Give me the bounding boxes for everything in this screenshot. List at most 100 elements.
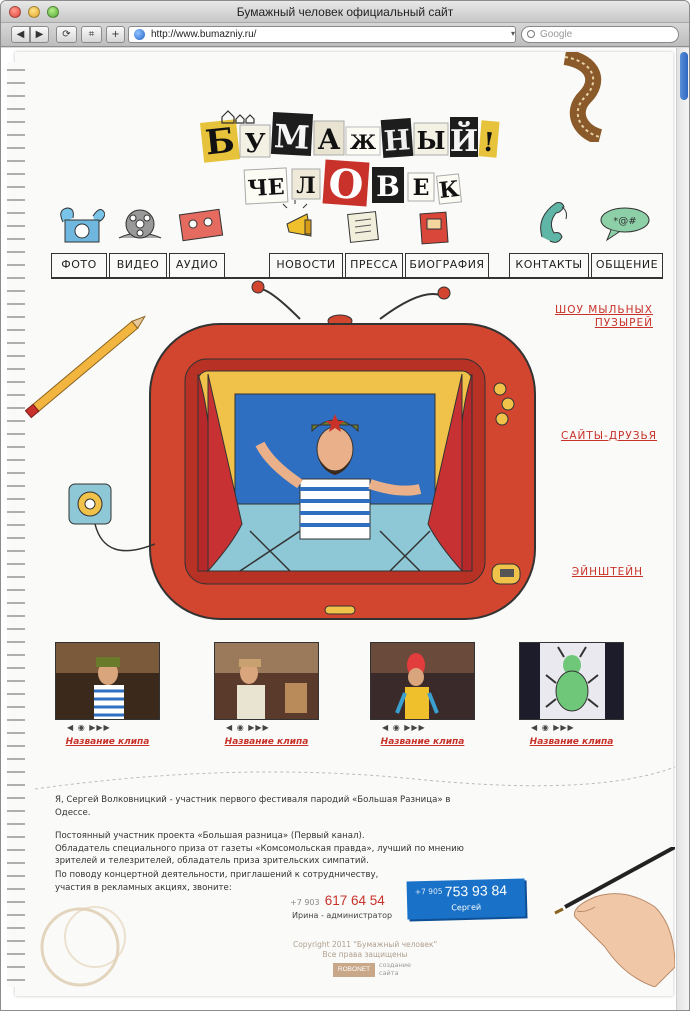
clip-title-link[interactable]: Название клипа — [380, 737, 465, 747]
soap-show-link[interactable]: ШОУ МЫЛЬНЫХ ПУЗЫРЕЙ — [554, 304, 653, 329]
phone-caption: Сергей — [451, 902, 482, 913]
tv-video-player[interactable] — [140, 279, 540, 639]
film-reel-icon[interactable] — [115, 200, 165, 248]
add-tab-button[interactable]: + — [106, 26, 125, 43]
thumbnail-controls[interactable]: ◀ ◉ ▶▶▶ — [382, 723, 426, 732]
camera-icon[interactable] — [55, 202, 105, 247]
thumbnail-controls[interactable]: ◀ ◉ ▶▶▶ — [226, 723, 270, 732]
scroll-thumb[interactable] — [680, 52, 688, 100]
bio-paragraph: Я, Сергей Волковницкий - участник первог… — [55, 795, 451, 818]
page-viewport: Б У М А Ж Н Ы Й — [1, 48, 689, 1010]
minimize-window-button[interactable] — [28, 6, 40, 18]
phone-number: 617 64 54 — [324, 893, 385, 908]
created-by-text: создание сайта — [379, 961, 419, 977]
tab-press[interactable]: ПРЕССА — [345, 253, 403, 277]
clip-title-link[interactable]: Название клипа — [224, 737, 309, 747]
site-logo[interactable]: Б У М А Ж Н Ы Й — [200, 77, 500, 207]
phone-sergey[interactable]: +7 905 753 93 84 Сергей — [406, 878, 526, 920]
clip-title-link[interactable]: Название клипа — [529, 737, 614, 747]
browser-toolbar: ◀ ▶ ⟳ ⌗ + http://www.bumazniy.ru/ ▾ Goog… — [1, 23, 689, 47]
dashed-divider — [35, 766, 675, 790]
friends-sites-link[interactable]: САЙТЫ-ДРУЗЬЯ — [561, 430, 657, 442]
window-title: Бумажный человек официальный сайт — [236, 5, 454, 19]
search-placeholder: Google — [540, 29, 573, 40]
vertical-scrollbar[interactable] — [676, 48, 689, 1010]
logo-letter: Б — [204, 121, 237, 164]
logo-letter: Е — [413, 175, 430, 201]
logo-letter: Н — [383, 123, 412, 158]
logo-letter: А — [318, 123, 341, 156]
tab-photo[interactable]: ФОТО — [51, 253, 107, 277]
thumbnail-image[interactable] — [519, 642, 624, 720]
logo-letter: ЧЕ — [247, 174, 285, 202]
tab-video[interactable]: ВИДЕО — [109, 253, 167, 277]
tab-community[interactable]: ОБЩЕНИЕ — [591, 253, 663, 277]
created-line: сайта — [379, 969, 399, 977]
notebook-spiral — [7, 62, 25, 987]
logo-letter: Ж — [350, 130, 377, 154]
phone-prefix: +7 903 — [290, 898, 320, 907]
tab-news[interactable]: НОВОСТИ — [269, 253, 343, 277]
thumbnail-controls[interactable]: ◀ ◉ ▶▶▶ — [531, 723, 575, 732]
phone-admin[interactable]: +7 903 617 64 54 Ирина - администратор — [290, 890, 410, 920]
search-field[interactable]: Google — [521, 26, 679, 43]
drawing-hand-icon — [554, 847, 675, 987]
video-thumbnail[interactable]: ◀ ◉ ▶▶▶ Название клипа — [55, 642, 160, 752]
video-thumbnail[interactable]: ◀ ◉ ▶▶▶ Название клипа — [519, 642, 624, 752]
forward-button[interactable]: ▶ — [30, 26, 49, 43]
phone-caption: Ирина - администратор — [292, 911, 393, 920]
robonet-logo[interactable]: ROBONET — [333, 963, 375, 977]
logo-letter: О — [327, 160, 365, 207]
svg-text:*@#: *@# — [613, 216, 636, 227]
houses-icon — [221, 110, 255, 124]
tab-audio[interactable]: АУДИО — [169, 253, 225, 277]
telephone-icon[interactable] — [532, 197, 576, 247]
bookmark-button[interactable]: ⌗ — [81, 26, 102, 43]
chat-bubbles-icon[interactable]: *@# — [595, 204, 655, 244]
copyright-line: Copyright 2011 "Бумажный человек" — [292, 940, 438, 949]
address-menu-icon[interactable]: ▾ — [511, 29, 516, 38]
reload-button[interactable]: ⟳ — [56, 26, 77, 43]
logo-collage-icon: Б У М А Ж Н Ы Й — [200, 110, 500, 207]
logo-letter: Ы — [417, 126, 446, 155]
main-nav: ФОТО ВИДЕО АУДИО НОВОСТИ ПРЕССА БИОГРАФИ… — [51, 253, 663, 279]
coffee-stain-icon — [40, 906, 126, 987]
logo-letter: К — [438, 176, 461, 204]
megaphone-icon[interactable] — [277, 200, 321, 248]
thumbnail-picture-icon — [215, 643, 318, 719]
logo-letter: У — [244, 129, 265, 159]
newspaper-icon[interactable] — [345, 207, 385, 247]
title-bar: Бумажный человек официальный сайт — [1, 1, 689, 23]
thumbnail-picture-icon — [371, 643, 474, 719]
nav-underline — [51, 277, 663, 279]
logo-letter: Л — [296, 173, 315, 199]
thumbnail-image[interactable] — [55, 642, 160, 720]
thumbnail-controls[interactable]: ◀ ◉ ▶▶▶ — [67, 723, 111, 732]
back-button[interactable]: ◀ — [11, 26, 30, 43]
power-plug-icon — [68, 483, 155, 552]
phone-prefix: +7 905 — [414, 886, 443, 897]
thumbnail-image[interactable] — [370, 642, 475, 720]
tab-biography[interactable]: БИОГРАФИЯ — [405, 253, 489, 277]
thumbnail-picture-icon — [56, 643, 159, 719]
logo-letter: М — [273, 117, 310, 157]
phone-number: 753 93 84 — [444, 881, 508, 900]
close-window-button[interactable] — [9, 6, 21, 18]
book-icon[interactable] — [415, 207, 455, 247]
video-thumbnail[interactable]: ◀ ◉ ▶▶▶ Название клипа — [370, 642, 475, 752]
thumbnail-image[interactable] — [214, 642, 319, 720]
copyright: Copyright 2011 "Бумажный человек" Все пр… — [285, 940, 445, 960]
address-bar[interactable]: http://www.bumazniy.ru/ — [128, 26, 516, 43]
tab-contacts[interactable]: КОНТАКТЫ — [509, 253, 589, 277]
logo-letter: В — [376, 170, 400, 203]
contact-text: По поводу концертной деятельности, пригл… — [55, 870, 379, 893]
cassette-icon[interactable] — [175, 202, 225, 247]
address-url: http://www.bumazniy.ru/ — [151, 29, 257, 40]
maximize-window-button[interactable] — [47, 6, 59, 18]
clip-title-link[interactable]: Название клипа — [65, 737, 150, 747]
rights-line: Все права защищены — [322, 950, 408, 959]
video-thumbnail[interactable]: ◀ ◉ ▶▶▶ Название клипа — [214, 642, 319, 752]
bio-paragraph: Обладатель специального приза от газеты … — [55, 843, 464, 867]
einstein-link[interactable]: ЭЙНШТЕЙН — [571, 566, 643, 578]
